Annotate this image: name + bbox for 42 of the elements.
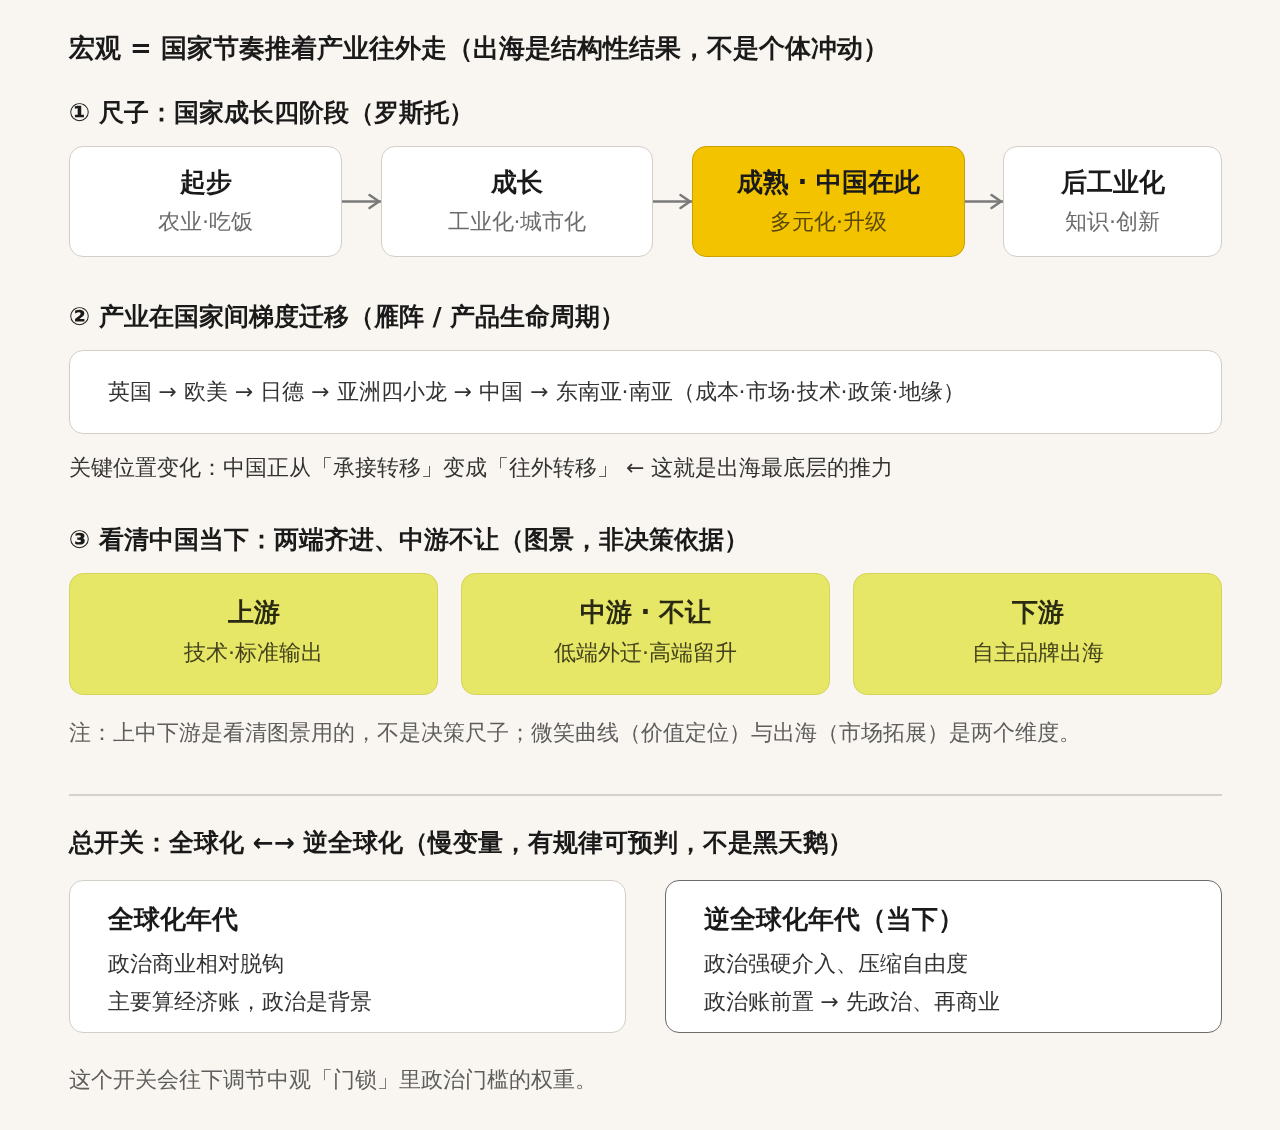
section-heading: ① 尺子：国家成长四阶段（罗斯托） [69, 97, 474, 129]
stage-box [69, 146, 342, 257]
section-heading: ③ 看清中国当下：两端齐进、中游不让（图景，非决策依据） [69, 524, 749, 556]
stage-name: 成熟 · 中国在此 [736, 166, 921, 199]
stage-box [692, 146, 965, 257]
segment-name: 上游 [227, 596, 280, 629]
arrow [653, 193, 692, 210]
arrow [342, 193, 381, 210]
note-text: 关键位置变化：中国正从「承接转移」变成「往外转移」 ← 这就是出海最底层的推力 [69, 454, 894, 482]
era-heading: 逆全球化年代（当下） [703, 903, 964, 936]
segment-box [461, 573, 830, 695]
note-text: 这个开关会往下调节中观「门锁」里政治门槛的权重。 [69, 1066, 597, 1094]
section-heading: 总开关：全球化 ←→ 逆全球化（慢变量，有规律可预判，不是黑天鹅） [69, 827, 854, 859]
section-heading: ② 产业在国家间梯度迁移（雁阵 / 产品生命周期） [69, 301, 626, 333]
stage-name: 后工业化 [1060, 166, 1165, 199]
stage-description: 工业化·城市化 [447, 207, 587, 236]
stage-box [1003, 146, 1222, 257]
segment-description: 低端外迁·高端留升 [554, 638, 737, 667]
arrow [965, 193, 1003, 210]
segment-box [853, 573, 1222, 695]
stage-box [381, 146, 653, 257]
stage-description: 多元化·升级 [770, 207, 887, 236]
era-box [69, 880, 626, 1033]
diagram-title: 宏观 = 国家节奏推着产业往外走（出海是结构性结果，不是个体冲动） [69, 31, 889, 65]
migration-path-box [69, 350, 1222, 434]
segment-name: 中游 · 不让 [579, 596, 712, 629]
era-point: 政治强硬介入、压缩自由度 [703, 949, 968, 978]
era-point: 主要算经济账，政治是背景 [107, 987, 372, 1016]
era-heading: 全球化年代 [107, 903, 238, 936]
era-point: 政治账前置 → 先政治、再商业 [703, 987, 1000, 1016]
stage-name: 成长 [491, 166, 543, 199]
era-point: 政治商业相对脱钩 [107, 949, 284, 978]
segment-box [69, 573, 438, 695]
stage-description: 农业·吃饭 [158, 207, 253, 236]
segment-description: 自主品牌出海 [971, 638, 1104, 667]
stage-description: 知识·创新 [1065, 207, 1160, 236]
note-text: 注：上中下游是看清图景用的，不是决策尺子；微笑曲线（价值定位）与出海（市场拓展）是两个维度。 [69, 719, 1081, 747]
segment-description: 技术·标准输出 [184, 638, 323, 667]
stage-name: 起步 [179, 166, 232, 199]
segment-name: 下游 [1011, 596, 1064, 629]
era-box [665, 880, 1222, 1033]
migration-path-text: 英国 → 欧美 → 日德 → 亚洲四小龙 → 中国 → 东南亚·南亚（成本·市场·技术·政策·地缘） [107, 377, 965, 406]
